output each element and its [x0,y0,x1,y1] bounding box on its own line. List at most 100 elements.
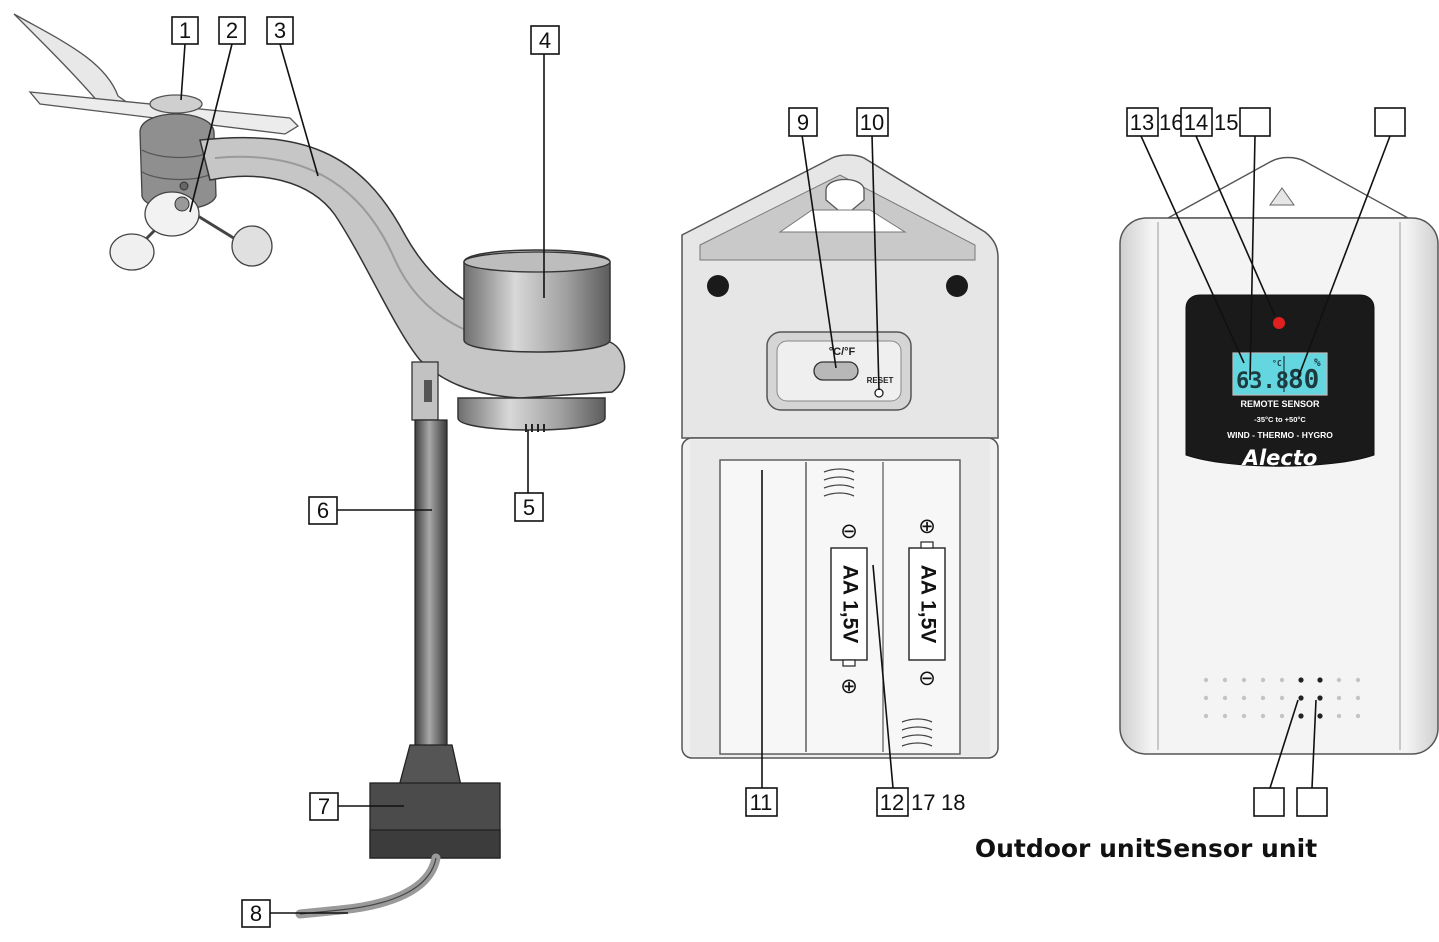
svg-text:14: 14 [1184,110,1208,135]
empty-callout-a [1239,107,1271,137]
svg-text:REMOTE SENSOR: REMOTE SENSOR [1240,399,1320,409]
sensor-back-view: °C/°F RESET AA 1,5V ⊖ ⊕ AA 1,5V ⊕ [681,154,999,759]
callout-3: 3 [266,16,294,45]
vent-hole [1241,677,1247,683]
callout-10: 10 [856,107,889,137]
svg-text:AA 1,5V: AA 1,5V [916,565,939,644]
rain-gauge-bottom [457,397,606,431]
callout-13: 13 [1126,107,1159,137]
callout-8: 8 [241,899,271,928]
number-18: 18 [941,790,965,815]
vent-hole [1298,677,1304,683]
vent-hole [1260,695,1266,701]
vent-hole [1355,695,1361,701]
vent-hole [1336,695,1342,701]
plus-symbol-right: ⊕ [918,515,936,538]
vent-hole [1279,677,1285,683]
mounting-pole [414,419,448,751]
svg-text:3: 3 [274,18,286,43]
vent-hole [1203,713,1209,719]
callout-12: 12 [876,787,909,817]
plus-symbol-left: ⊕ [840,675,858,698]
sensor-front-view: 63.8 °C 80 % REMOTE SENSOR -35°C to +50°… [1119,156,1439,755]
vent-hole [1317,677,1323,683]
empty-callout-c [1253,787,1285,817]
vent-hole [1298,695,1304,701]
vent-hole [1317,713,1323,719]
front-leaders [1140,135,1391,789]
number-15: 15 [1214,110,1238,135]
callout-1: 1 [171,16,199,45]
vent-hole [1298,713,1304,719]
unit-switch[interactable] [813,361,859,381]
vent-hole [1260,713,1266,719]
anemometer [109,191,273,271]
empty-callout-d [1296,787,1328,817]
svg-text:°C/°F: °C/°F [829,346,856,358]
vent-hole [1355,713,1361,719]
vent-hole [1279,695,1285,701]
lcd-humidity: 80 [1288,365,1319,395]
svg-text:5: 5 [523,495,535,520]
number-16: 16 [1159,110,1183,135]
vent-hole [1260,677,1266,683]
vent-hole [1203,695,1209,701]
outdoor-leaders [180,43,545,914]
vent-hole [1355,677,1361,683]
svg-text:RESET: RESET [867,376,894,385]
svg-text:4: 4 [539,28,551,53]
callout-4: 4 [530,25,560,55]
brand-logo: Alecto [1241,446,1318,470]
svg-text:7: 7 [318,794,330,819]
back-leaders [761,134,894,789]
svg-text:6: 6 [317,498,329,523]
svg-text:8: 8 [250,901,262,926]
outdoor-unit [13,13,626,919]
vent-hole [1336,713,1342,719]
callout-6: 6 [308,496,338,525]
vent-hole [1222,713,1228,719]
callout-5: 5 [514,492,544,522]
reset-button[interactable] [874,388,884,398]
empty-callout-b [1374,107,1406,137]
vent-hole [1241,695,1247,701]
screw-hole-right [946,275,968,297]
battery-right: AA 1,5V [908,541,946,661]
lcd-display [1232,352,1328,396]
vent-hole [1203,677,1209,683]
svg-text:-35°C to +50°C: -35°C to +50°C [1254,415,1306,424]
vent-hole [1241,713,1247,719]
spring-bottom [901,718,933,747]
callout-11: 11 [745,787,778,817]
battery-left: AA 1,5V [830,547,868,667]
svg-text:2: 2 [226,18,238,43]
svg-text:10: 10 [860,110,884,135]
callout-2: 2 [218,16,246,45]
vent-hole [1222,677,1228,683]
rain-gauge-top [463,249,611,353]
screw-hole-left [707,275,729,297]
svg-text:12: 12 [880,790,904,815]
caption: Outdoor unitSensor unit [975,834,1317,863]
wind-vane-shaft [28,91,300,135]
callout-7: 7 [309,792,339,821]
callout-9: 9 [788,107,818,137]
spring-top [823,468,855,497]
wind-vane-tail [13,13,137,111]
vane-hub [149,94,203,114]
callout-14: 14 [1180,107,1213,137]
vent-holes [1203,677,1361,719]
svg-text:13: 13 [1130,110,1154,135]
svg-text:°C: °C [1272,359,1282,368]
svg-text:%: % [1314,356,1321,369]
vent-hole [1336,677,1342,683]
vent-hole [1222,695,1228,701]
number-17: 17 [911,790,935,815]
status-led [1273,317,1285,329]
svg-text:11: 11 [750,790,773,815]
svg-text:AA 1,5V: AA 1,5V [838,565,861,644]
vent-hole [1317,695,1323,701]
minus-symbol-left: ⊖ [840,520,858,543]
vent-hole [1279,713,1285,719]
